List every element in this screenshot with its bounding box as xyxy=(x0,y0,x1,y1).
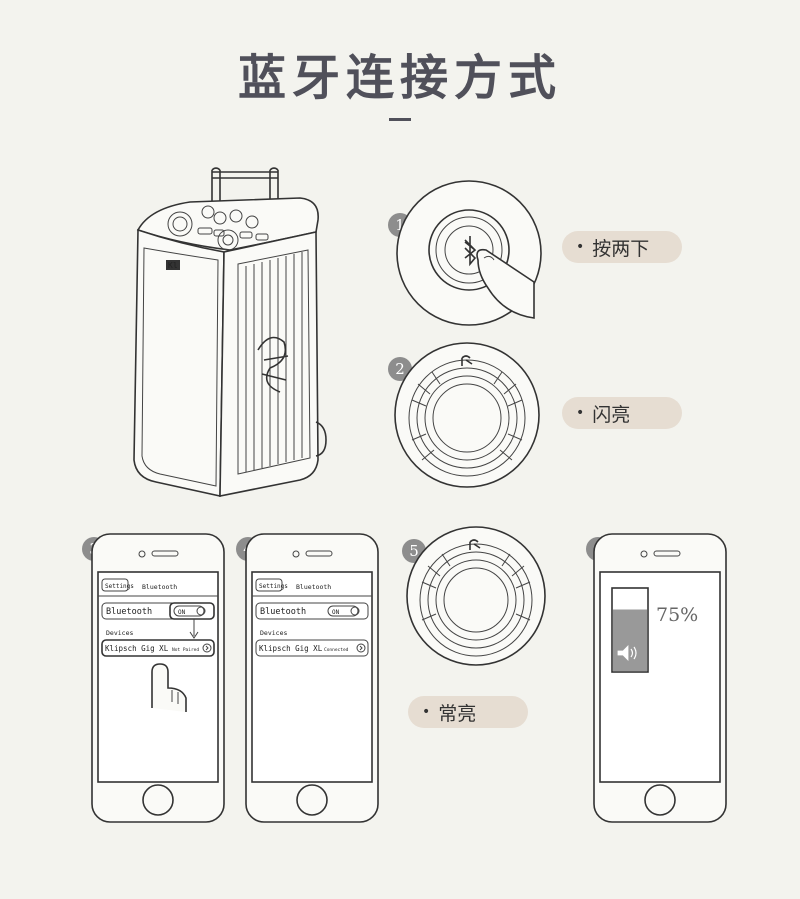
device-name: Klipsch Gig XL xyxy=(105,644,169,653)
step-1-label-pill: • 按两下 xyxy=(562,231,682,263)
step-5-label: 常亮 xyxy=(438,702,477,725)
speaker-volume-icon xyxy=(617,645,637,661)
page-title: 蓝牙连接方式 xyxy=(237,50,562,106)
step-1-illustration xyxy=(396,180,542,326)
step-5-illustration xyxy=(406,526,546,666)
screen-header: Bluetooth xyxy=(142,583,177,591)
toggle-on-text: ON xyxy=(332,609,340,616)
bullet-icon: • xyxy=(576,239,585,255)
step-2-label: 闪亮 xyxy=(592,403,631,426)
step-1-label: 按两下 xyxy=(592,237,650,260)
volume-bar-fill xyxy=(613,609,647,671)
chevron-right-icon[interactable] xyxy=(202,643,212,653)
devices-label: Devices xyxy=(106,629,133,637)
device-name: Klipsch Gig XL xyxy=(259,644,323,653)
brand-logo-mark xyxy=(166,260,180,270)
device-row[interactable] xyxy=(101,639,215,657)
toggle-on-text: ON xyxy=(178,609,186,616)
bullet-icon: • xyxy=(576,405,585,421)
devices-label: Devices xyxy=(260,629,287,637)
bluetooth-toggle[interactable] xyxy=(173,605,205,617)
back-button[interactable]: Settings xyxy=(259,583,288,590)
bluetooth-toggle[interactable] xyxy=(327,605,359,617)
bluetooth-icon xyxy=(464,236,477,267)
phone-step-6: 75% xyxy=(593,533,727,823)
bluetooth-label: Bluetooth xyxy=(260,607,306,617)
bullet-icon: • xyxy=(422,704,431,720)
phone-step-3: Settings Bluetooth Bluetooth ON Devices … xyxy=(91,533,225,823)
brand-logo-text: Kl xyxy=(168,261,178,270)
back-button[interactable]: Settings xyxy=(105,583,134,590)
speaker-illustration: Kl xyxy=(133,167,327,497)
volume-level-text: 75% xyxy=(656,604,698,626)
step-5-label-pill: • 常亮 xyxy=(408,696,528,728)
device-status-not-paired: Not Paired xyxy=(172,647,199,653)
device-row[interactable] xyxy=(255,639,369,657)
phone-step-4: Settings Bluetooth Bluetooth ON Devices … xyxy=(245,533,379,823)
bluetooth-label: Bluetooth xyxy=(106,607,152,617)
screen-header: Bluetooth xyxy=(296,583,331,591)
chevron-right-icon[interactable] xyxy=(356,643,366,653)
step-2-label-pill: • 闪亮 xyxy=(562,397,682,429)
title-underline xyxy=(389,118,411,121)
device-status-connected: Connected xyxy=(324,647,349,653)
step-2-illustration xyxy=(394,342,540,488)
finger-icon xyxy=(476,248,535,319)
